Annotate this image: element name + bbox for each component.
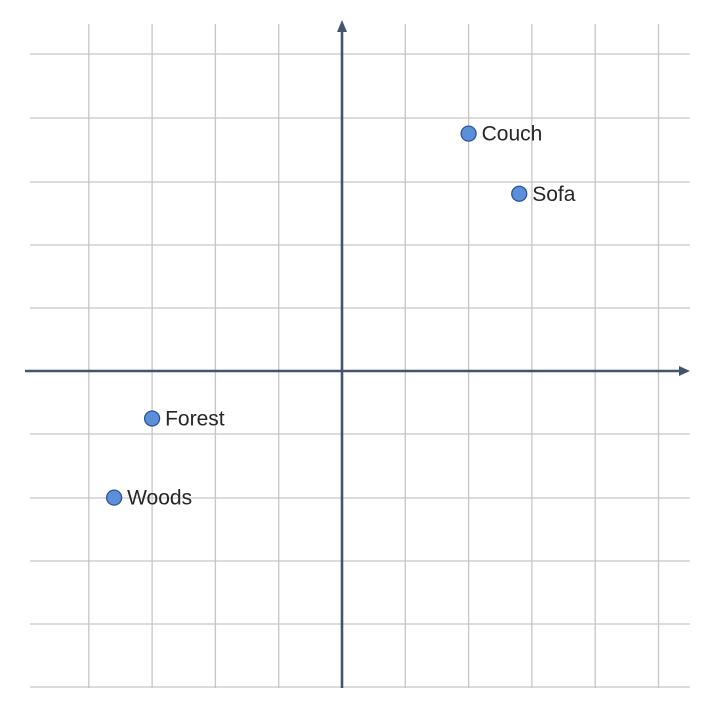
data-point-forest [143,410,161,427]
data-point-couch [460,125,477,142]
data-label-woods: Woods [127,487,192,510]
data-label-forest: Forest [165,407,225,430]
axes [25,20,690,688]
data-label-sofa: Sofa [532,183,576,206]
data-label-couch: Couch [482,123,543,146]
data-point-sofa [511,185,528,202]
data-point-woods [105,489,123,506]
grid [30,24,690,688]
x-axis-arrow-icon [679,366,690,376]
y-axis-arrow-icon [337,20,347,32]
data-points [105,125,528,506]
